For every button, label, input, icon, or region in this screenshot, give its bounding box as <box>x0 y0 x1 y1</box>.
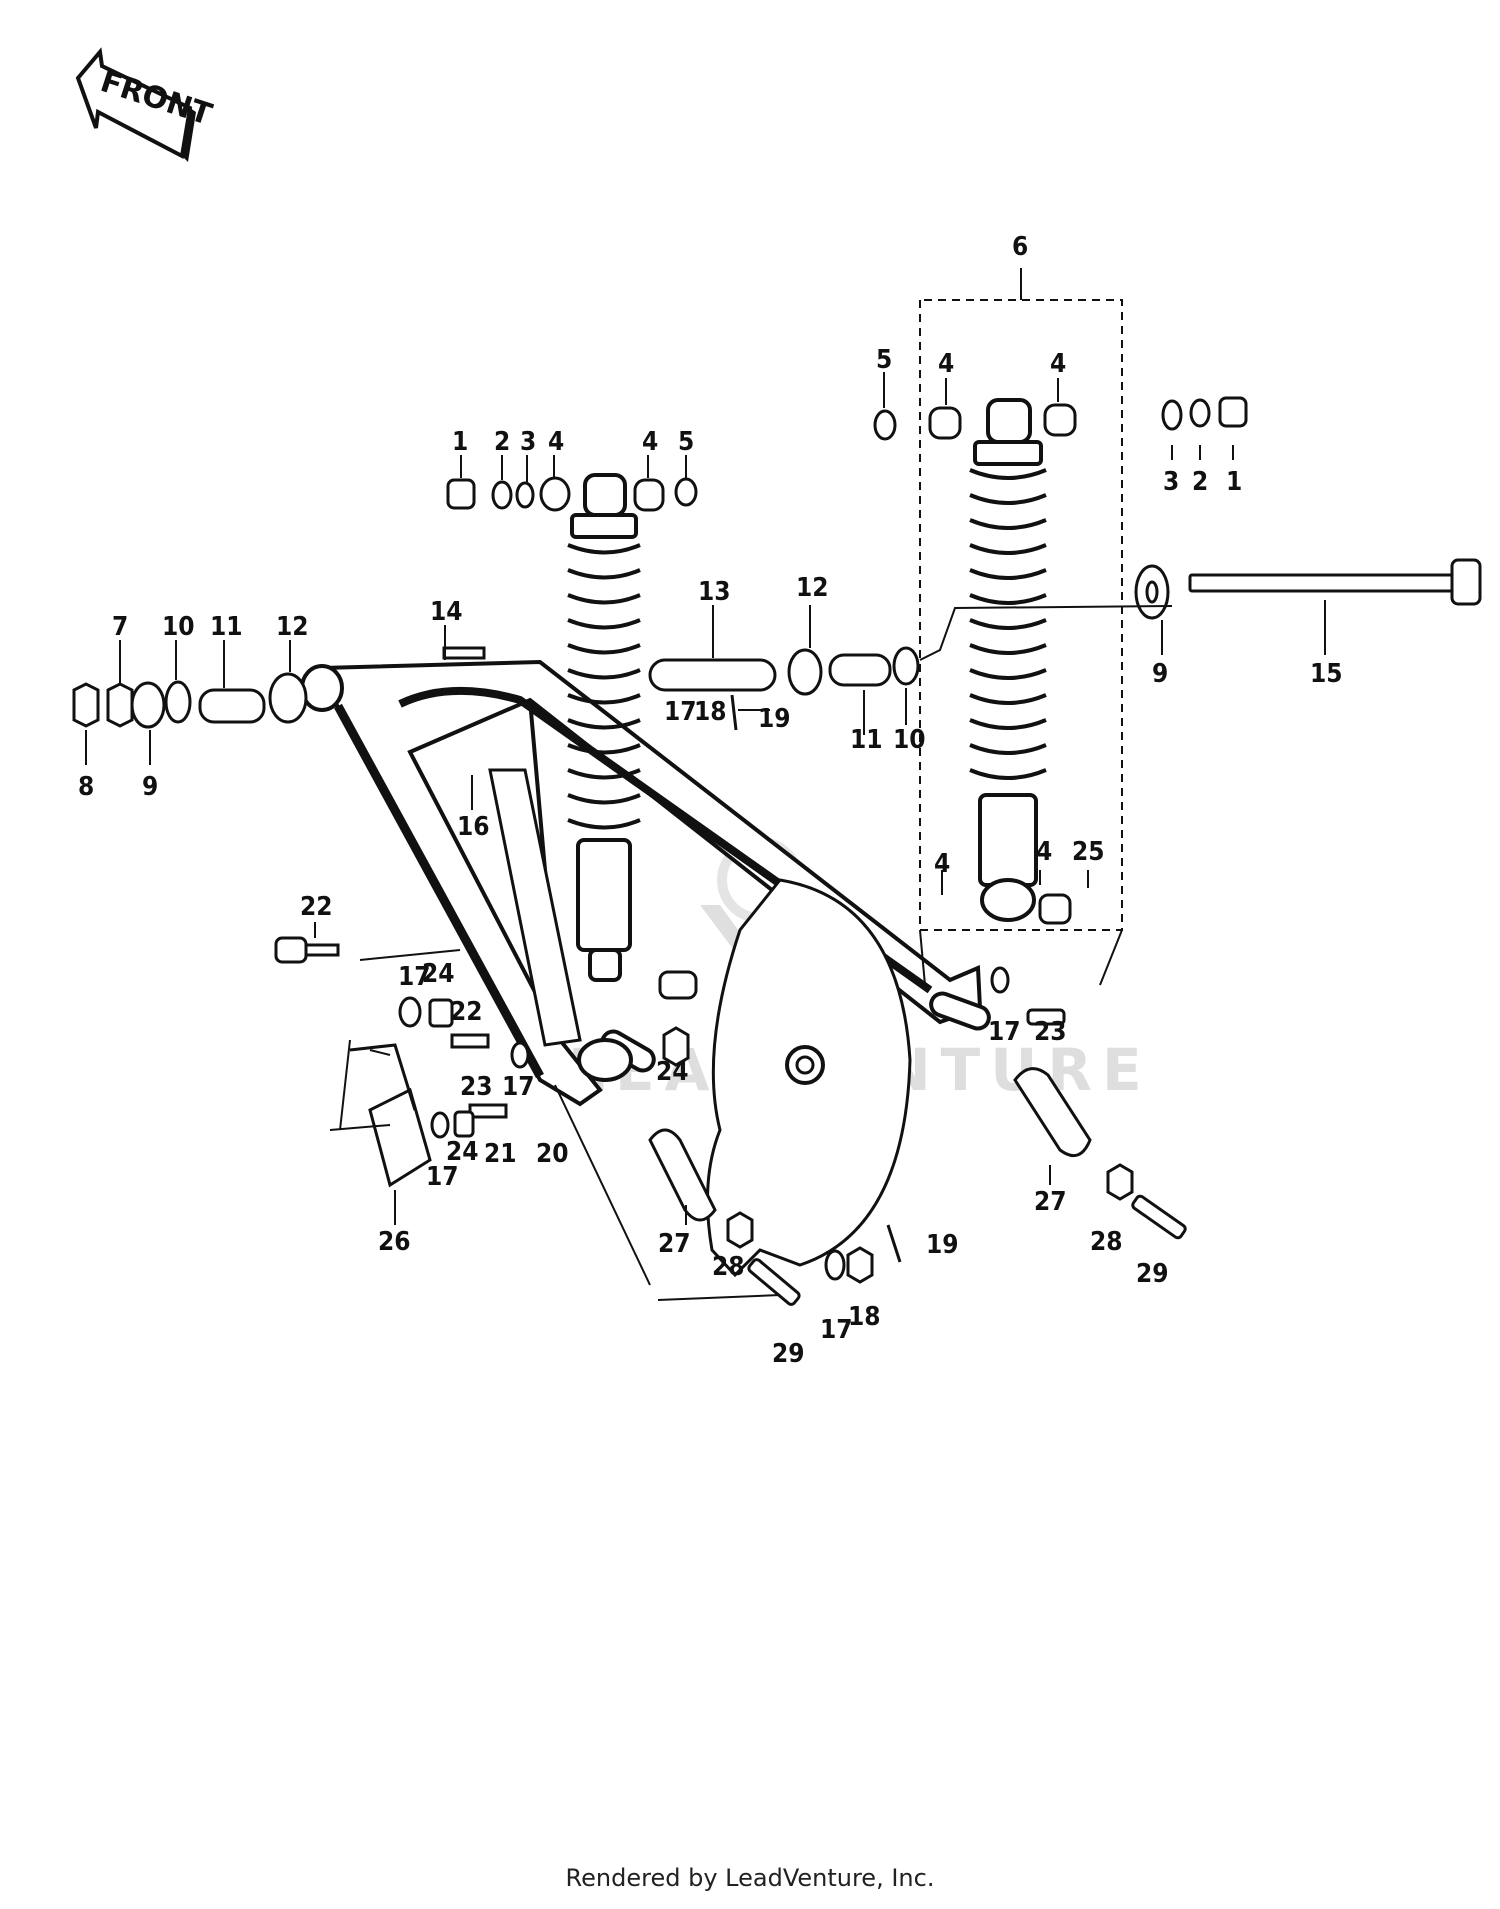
part-label: 15 <box>1310 659 1343 689</box>
part-label: 10 <box>162 612 195 642</box>
pivot-bolt-icon <box>1134 558 1482 620</box>
part-label: 14 <box>430 597 463 627</box>
part-label: 26 <box>378 1227 411 1257</box>
part-label: 5 <box>678 427 694 457</box>
part-label: 17 <box>398 962 431 992</box>
part-label: 5 <box>876 345 892 375</box>
shock-absorber-right-icon <box>969 398 1047 922</box>
part-label: 8 <box>78 772 94 802</box>
leader-lines <box>85 372 1326 1301</box>
part-label: 17 <box>988 1017 1021 1047</box>
part-label: 19 <box>758 704 791 734</box>
part-label: 12 <box>276 612 309 642</box>
part-label: 22 <box>450 997 483 1027</box>
shock-absorber-icon <box>567 473 641 1082</box>
chain-adjuster-icon <box>274 646 1187 1306</box>
part-label: 23 <box>460 1072 493 1102</box>
part-label: 4 <box>642 427 658 457</box>
part-labels: 1 2 3 4 4 5 5 4 4 6 3 2 1 7 10 11 12 14 … <box>78 232 1343 1369</box>
part-label: 7 <box>112 612 128 642</box>
part-label: 6 <box>1012 232 1028 262</box>
part-label: 4 <box>934 849 950 879</box>
part-label: 3 <box>520 427 536 457</box>
part-label: 3 <box>1163 467 1179 497</box>
part-label: 2 <box>494 427 510 457</box>
part-label: 16 <box>457 812 490 842</box>
part-label: 25 <box>1072 837 1105 867</box>
part-label: 24 <box>422 959 455 989</box>
cotter-pin-icon <box>730 694 902 1263</box>
part-label: 21 <box>484 1139 517 1169</box>
part-label: 23 <box>1034 1017 1067 1047</box>
part-label: 24 <box>656 1057 689 1087</box>
sprocket-cover-icon <box>706 878 912 1278</box>
part-label: 10 <box>893 725 926 755</box>
part-label: 9 <box>1152 659 1168 689</box>
front-arrow-icon: FRONT <box>75 47 216 162</box>
part-label: 4 <box>548 427 564 457</box>
part-label: 9 <box>142 772 158 802</box>
footer-credit: Rendered by LeadVenture, Inc. <box>565 1864 935 1892</box>
part-label: 4 <box>1036 837 1052 867</box>
swing-arm-icon <box>300 659 991 1107</box>
nut-icon <box>446 396 1248 512</box>
part-label: 22 <box>300 892 333 922</box>
part-label: 11 <box>210 612 243 642</box>
part-label: 1 <box>1226 467 1242 497</box>
part-label: 18 <box>694 697 727 727</box>
part-label: 29 <box>1136 1259 1169 1289</box>
part-label: 19 <box>926 1230 959 1260</box>
part-label: 4 <box>938 349 954 379</box>
bushing-icon <box>72 646 920 729</box>
part-label: 1 <box>452 427 468 457</box>
part-label: 17 <box>820 1315 853 1345</box>
part-label: 28 <box>1090 1227 1123 1257</box>
part-label: 12 <box>796 573 829 603</box>
part-label: 13 <box>698 577 731 607</box>
part-label: 27 <box>1034 1187 1067 1217</box>
part-label: 11 <box>850 725 883 755</box>
part-label: 17 <box>502 1072 535 1102</box>
part-label: 18 <box>848 1302 881 1332</box>
part-label: 20 <box>536 1139 569 1169</box>
part-label: 17 <box>664 697 697 727</box>
part-label: 28 <box>712 1252 745 1282</box>
part-label: 4 <box>1050 349 1066 379</box>
part-label: 24 <box>446 1137 479 1167</box>
part-label: 29 <box>772 1339 805 1369</box>
part-label: 2 <box>1192 467 1208 497</box>
part-label: 17 <box>426 1162 459 1192</box>
part-label: 27 <box>658 1229 691 1259</box>
